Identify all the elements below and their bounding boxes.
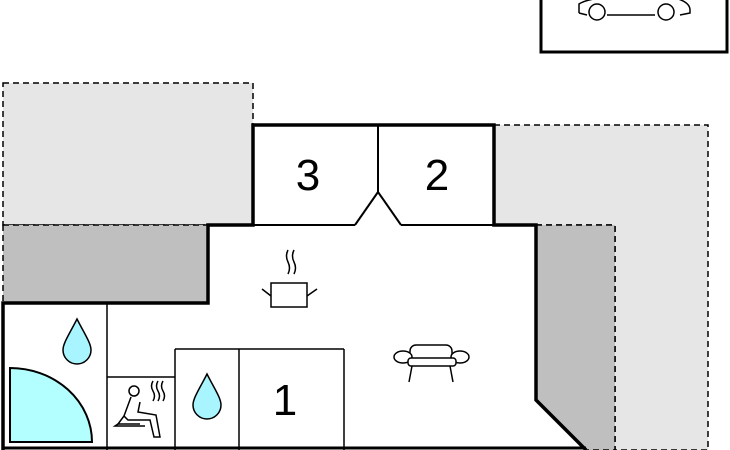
covered-terrace-left — [2, 224, 209, 304]
sauna-icon — [112, 380, 166, 438]
room-1-label: 1 — [273, 376, 297, 425]
parking-area — [539, 0, 729, 54]
bedroom-partitions — [253, 125, 494, 226]
lower-partitions — [3, 303, 586, 450]
room-2-label: 2 — [425, 151, 449, 200]
hot-tub-icon — [9, 366, 94, 443]
water-drop-icon-2 — [192, 372, 222, 420]
room-3-label: 3 — [296, 151, 320, 200]
terrace-right — [493, 124, 709, 450]
car-icon — [578, 0, 691, 21]
sofa-icon — [393, 344, 470, 383]
terrace-left — [2, 82, 254, 226]
water-drop-icon — [62, 317, 92, 365]
cooking-pot-icon — [261, 249, 318, 308]
